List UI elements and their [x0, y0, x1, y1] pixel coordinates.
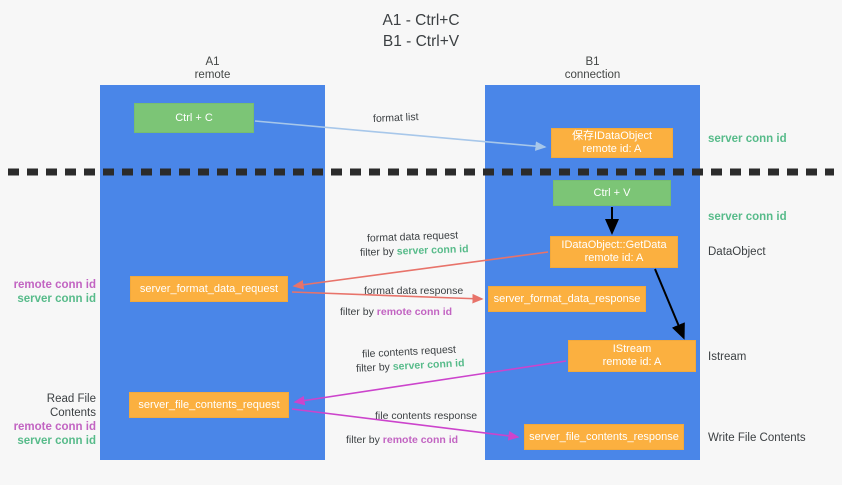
node-server-file-contents-request-label: server_file_contents_request: [138, 398, 280, 411]
left-label-group-top: remote conn id server conn id: [0, 278, 96, 306]
title-line-2: B1 - Ctrl+V: [382, 33, 460, 50]
node-idataobject-sub: remote id: A: [582, 143, 642, 155]
right-label-dataobject: DataObject: [708, 246, 766, 258]
edge-label-format-list: format list: [372, 111, 419, 125]
right-label-server-conn-id-1: server conn id: [708, 133, 787, 145]
node-server-file-contents-response[interactable]: server_file_contents_response: [524, 424, 684, 450]
filter-prefix: filter by: [359, 245, 397, 259]
lane-b1-name: B1: [585, 56, 600, 68]
edge-label-format-data-request-filter: filter by server conn id: [360, 242, 469, 260]
left-label-group-bottom: Read File Contents remote conn id server…: [0, 392, 96, 448]
node-istream-sub: remote id: A: [602, 356, 662, 368]
right-label-istream: Istream: [708, 351, 747, 363]
filter-prefix: filter by: [355, 360, 394, 375]
lane-a1-role: remote: [194, 69, 231, 81]
left-label-remote-conn-id-top: remote conn id: [13, 279, 96, 291]
left-label-remote-conn-id-bottom: remote conn id: [13, 421, 96, 433]
node-idataobject[interactable]: 保存IDataObject remote id: A: [551, 128, 673, 158]
filter-value-remote-conn-id: remote conn id: [382, 434, 459, 446]
lane-header-a1: A1 remote: [100, 56, 325, 82]
filter-prefix: filter by: [346, 434, 383, 446]
edge-label-format-data-response: format data response: [364, 285, 464, 297]
edge-label-file-contents-response-filter: filter by remote conn id: [346, 433, 458, 447]
node-ctrl-v[interactable]: Ctrl + V: [553, 180, 671, 206]
node-ctrl-c[interactable]: Ctrl + C: [134, 103, 254, 133]
node-ctrl-c-label: Ctrl + C: [175, 111, 213, 124]
filter-value-server-conn-id: server conn id: [396, 243, 469, 258]
right-label-write-file-contents: Write File Contents: [708, 432, 806, 444]
node-ctrl-v-label: Ctrl + V: [593, 186, 631, 199]
node-istream[interactable]: IStream remote id: A: [568, 340, 696, 372]
filter-prefix: filter by: [340, 306, 377, 318]
title-line-1: A1 - Ctrl+C: [382, 12, 460, 29]
lane-header-b1: B1 connection: [485, 56, 700, 82]
edge-label-format-data-response-filter: filter by remote conn id: [340, 305, 452, 319]
node-server-file-contents-response-label: server_file_contents_response: [529, 430, 679, 443]
left-label-server-conn-id-top: server conn id: [17, 293, 96, 305]
node-istream-label: IStream: [612, 343, 652, 355]
filter-value-server-conn-id: server conn id: [392, 357, 465, 373]
node-server-format-data-response-label: server_format_data_response: [493, 292, 641, 305]
right-label-server-conn-id-2: server conn id: [708, 211, 787, 223]
page-title: A1 - Ctrl+C B1 - Ctrl+V: [0, 10, 842, 52]
lane-a1-name: A1: [205, 56, 220, 68]
node-getdata[interactable]: IDataObject::GetData remote id: A: [550, 236, 678, 268]
node-server-format-data-request[interactable]: server_format_data_request: [130, 276, 288, 302]
filter-value-remote-conn-id: remote conn id: [376, 306, 453, 318]
node-server-format-data-response[interactable]: server_format_data_response: [488, 286, 646, 312]
lane-b1-role: connection: [564, 69, 621, 81]
node-server-format-data-request-label: server_format_data_request: [139, 282, 279, 295]
node-getdata-label: IDataObject::GetData: [561, 239, 667, 251]
node-idataobject-label: 保存IDataObject: [571, 130, 653, 142]
left-label-read-file-contents: Read File Contents: [46, 393, 96, 419]
left-label-server-conn-id-bottom: server conn id: [17, 435, 96, 447]
node-server-file-contents-request[interactable]: server_file_contents_request: [129, 392, 289, 418]
node-getdata-sub: remote id: A: [584, 252, 644, 264]
edge-label-file-contents-response: file contents response: [375, 410, 478, 422]
